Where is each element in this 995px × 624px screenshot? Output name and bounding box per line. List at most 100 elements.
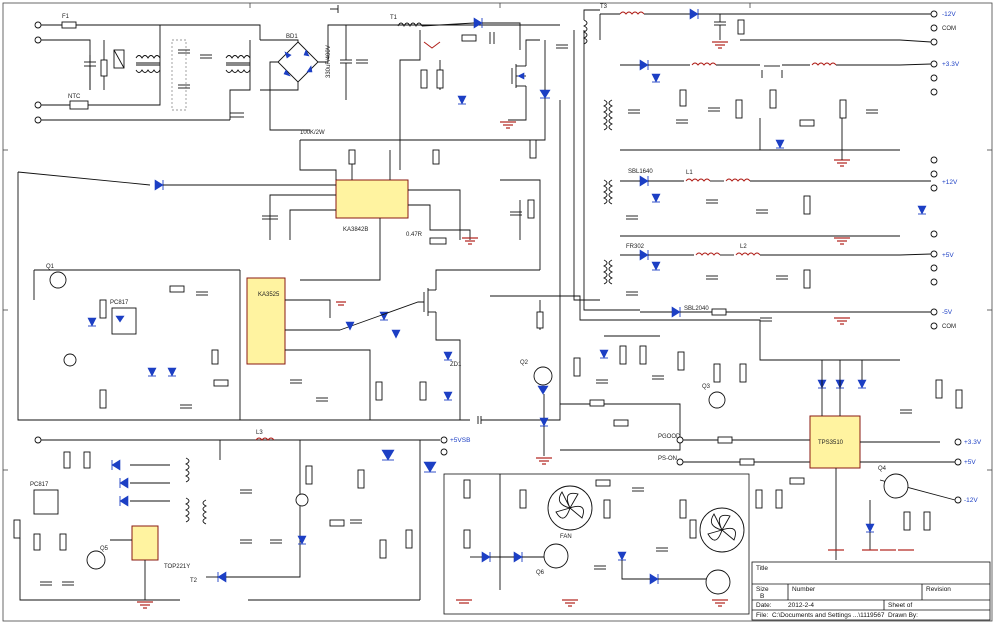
- bridge-rectifier: BD1: [260, 24, 560, 131]
- rail-p12: +12V: [942, 179, 958, 186]
- q2-label: Q2: [520, 360, 529, 366]
- out-terminal-p5b[interactable]: [930, 264, 938, 272]
- d-out3-label: FR302: [626, 244, 645, 250]
- rail-com-bottom: COM: [942, 324, 956, 330]
- ac-terminal-l2[interactable]: [34, 101, 42, 109]
- ntc-thermistor: [69, 100, 89, 110]
- bulk-cap-label: 330uF/400V: [326, 45, 332, 78]
- fan-driver-transistor: [705, 569, 731, 595]
- ntc-label: NTC: [68, 94, 81, 100]
- tb-size-value: B: [760, 593, 764, 600]
- pson-label: PS-ON: [658, 456, 677, 462]
- t2-label: T2: [190, 578, 198, 584]
- aux-terminal[interactable]: [34, 436, 42, 444]
- secondary-outputs: -12V COM +3.3V: [573, 8, 960, 330]
- q4-label: Q4: [878, 466, 887, 472]
- out-terminal-com3[interactable]: [930, 156, 938, 164]
- rail-p5: +5V: [942, 252, 954, 259]
- bridge-label: BD1: [286, 34, 298, 40]
- out-terminal-p33b[interactable]: [930, 74, 938, 82]
- q3-transistor: [708, 391, 726, 409]
- control-ic: [246, 277, 286, 365]
- supervisor-section: Q2 Q3 PGOOD PS-ON TPS3510: [490, 295, 982, 560]
- aux-ic-label: TOP221Y: [164, 564, 190, 570]
- rail-n5: -5V: [942, 309, 953, 316]
- start-resistor-label: 100K/2W: [300, 130, 325, 136]
- sense-n12-label: -12V: [964, 497, 978, 504]
- out-terminal-com5[interactable]: [930, 322, 938, 330]
- d-out2-label: SBL1640: [628, 169, 653, 175]
- sense-p5-label: +5V: [964, 459, 976, 466]
- tb-title-label: Title: [756, 565, 768, 572]
- tb-date-label: Date:: [756, 602, 772, 609]
- out-terminal-com2[interactable]: [930, 38, 938, 46]
- out-terminal-n5[interactable]: [930, 308, 938, 316]
- q5-transistor: [86, 550, 106, 570]
- rail-p33: +3.3V: [942, 61, 960, 68]
- q6-transistor: [543, 543, 569, 569]
- l2-label: L2: [740, 244, 747, 250]
- tb-date-value: 2012-2-4: [788, 602, 814, 609]
- tb-drawn-label: Drawn By:: [888, 612, 918, 619]
- com-sb-terminal[interactable]: [440, 448, 448, 456]
- out-terminal-p12a[interactable]: [930, 170, 938, 178]
- rail-com-top: COM: [942, 26, 956, 32]
- sense-p33-label: +3.3V: [964, 439, 982, 446]
- ac-terminal-l[interactable]: [34, 21, 42, 29]
- bulk-capacitors: 330uF/400V: [326, 5, 368, 100]
- rail-p5vsb: +5VSB: [450, 437, 470, 444]
- d-out1-label: SBL2040: [684, 306, 709, 312]
- q1-label: Q1: [46, 264, 55, 270]
- tb-revision-label: Revision: [926, 586, 951, 593]
- sense-p5-terminal[interactable]: [954, 458, 962, 466]
- primary-switch-section: T1: [300, 9, 600, 170]
- q6-label: Q6: [536, 570, 545, 576]
- title-block: Title Size B Number Revision Date: 2012-…: [751, 561, 991, 621]
- ac-input-section: F1 NTC: [34, 14, 261, 124]
- out-terminal-p33[interactable]: [930, 60, 938, 68]
- sense-resistor-label: 0.47R: [406, 232, 423, 238]
- aux-ic: [131, 525, 159, 561]
- standby-supply: T2 PC817 Q5 TOP221Y L3: [13, 430, 470, 609]
- out-terminal-com4[interactable]: [930, 230, 938, 238]
- out-terminal-p5a[interactable]: [930, 250, 938, 258]
- out-terminal-p33c[interactable]: [930, 88, 938, 96]
- monitor-ic-label: TPS3510: [818, 440, 844, 446]
- pwm-ic: [335, 179, 409, 219]
- tb-size-label: Size: [756, 586, 769, 593]
- l1-label: L1: [686, 170, 693, 176]
- left-control-loop: Q1 PC817 KA3525: [17, 171, 420, 421]
- out-terminal-n12a[interactable]: [930, 10, 938, 18]
- pwm-ic-label: KA3842B: [343, 227, 368, 233]
- sense-p33-terminal[interactable]: [954, 438, 962, 446]
- q1-transistor: [49, 271, 67, 289]
- opto2-label: PC817: [30, 482, 49, 488]
- sense-n12-terminal[interactable]: [954, 496, 962, 504]
- fan-control: FAN Q6: [443, 473, 750, 615]
- l3-label: L3: [256, 430, 263, 436]
- q4-transistor: [883, 473, 909, 499]
- out-terminal-p12b[interactable]: [930, 184, 938, 192]
- ac-terminal-n2[interactable]: [34, 116, 42, 124]
- control-ic-label: KA3525: [258, 292, 280, 298]
- tb-file-label: File:: [756, 612, 768, 619]
- rail-n12-top: -12V: [942, 11, 956, 18]
- pgood-label: PGOOD: [658, 434, 681, 440]
- pwm-controller-block: KA3842B: [262, 140, 541, 281]
- pson-terminal[interactable]: [676, 458, 684, 466]
- tb-file-value: C:\Documents and Settings ...\1119567: [772, 612, 885, 619]
- ac-terminal-n[interactable]: [34, 36, 42, 44]
- gate-driver: [336, 100, 561, 424]
- q3-label: Q3: [702, 384, 711, 390]
- out-terminal-com1[interactable]: [930, 24, 938, 32]
- tb-sheet-label: Sheet of: [888, 602, 912, 609]
- out-terminal-p5c[interactable]: [930, 278, 938, 286]
- q2-transistor: [533, 366, 553, 386]
- p5vsb-terminal[interactable]: [440, 436, 448, 444]
- tb-number-label: Number: [792, 586, 816, 593]
- zener-label: ZD1: [450, 362, 462, 368]
- opto1-label: PC817: [110, 300, 129, 306]
